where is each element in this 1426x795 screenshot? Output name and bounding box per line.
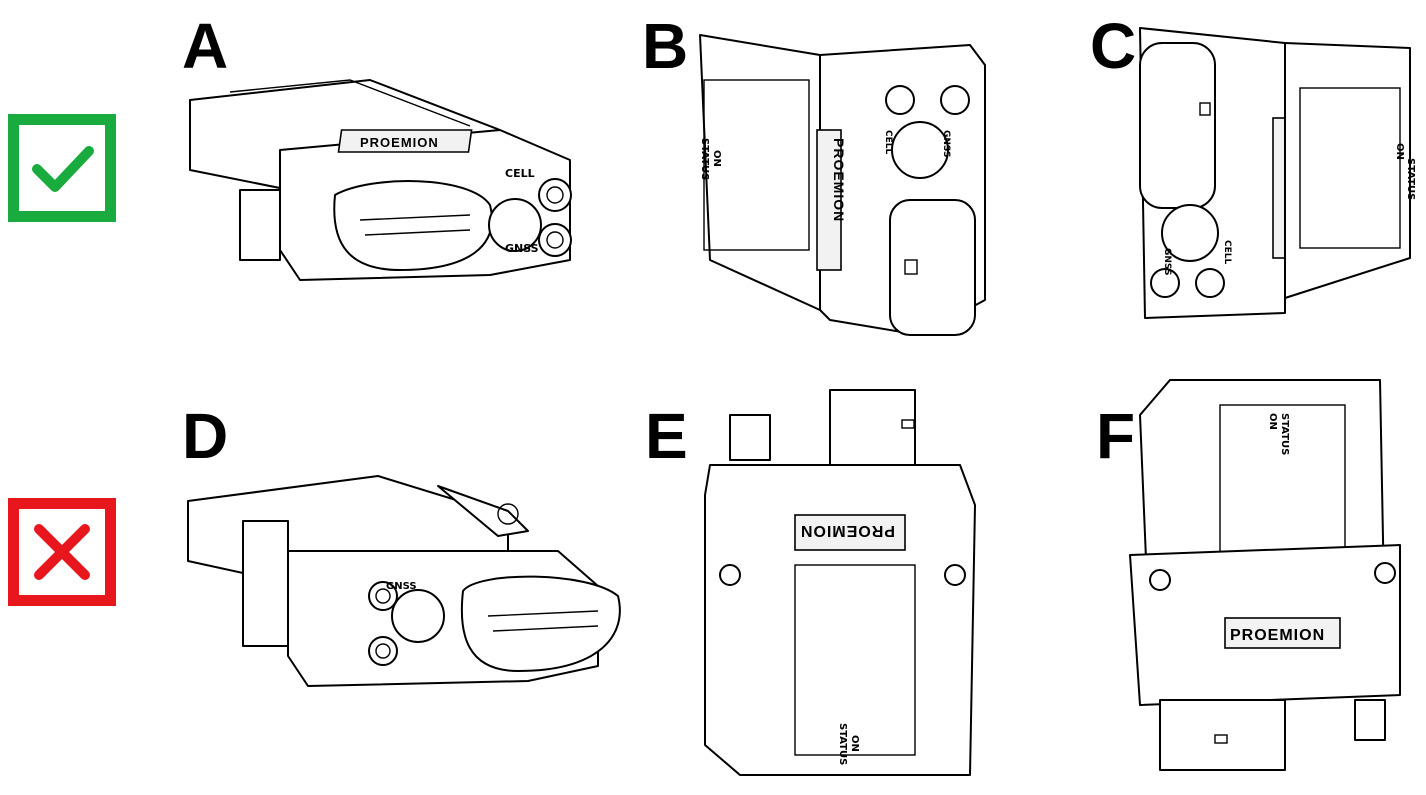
on-label-c: ON: [1394, 143, 1405, 160]
panel-label-d: D: [182, 400, 229, 472]
cell-label-a: CELL: [505, 167, 535, 180]
status-label-b: STATUS: [699, 138, 710, 180]
panel-label-f: F: [1096, 400, 1136, 472]
cell-label-c: CELL: [1222, 240, 1232, 264]
brand-logo-e: PROEMION: [800, 522, 895, 539]
incorrect-badge: [8, 498, 116, 606]
correct-badge: [8, 114, 116, 222]
status-label-f: STATUS: [1279, 413, 1290, 455]
brand-logo-f: PROEMION: [1230, 627, 1325, 644]
gnss-label-c: GNSS: [1162, 248, 1172, 275]
gnss-label-d: GNSS: [386, 581, 417, 592]
cross-icon: [34, 524, 90, 580]
panel-label-a: A: [182, 10, 229, 82]
on-label-b: ON: [711, 150, 722, 167]
brand-logo-b: PROEMION: [831, 138, 847, 222]
device-view-f: ON STATUS PROEMION: [1129, 375, 1410, 785]
device-view-e: PROEMION STATUS ON: [690, 385, 980, 790]
checkmark-icon: [32, 146, 94, 192]
on-label-e: ON: [849, 735, 860, 752]
device-view-b: STATUS ON PROEMION CELL GNSS: [690, 20, 990, 340]
brand-logo-a: PROEMION: [360, 135, 439, 150]
device-view-c: GNSS CELL PROEMION ON STATUS: [1125, 18, 1425, 328]
on-label-f: ON: [1267, 413, 1278, 430]
panel-label-c: C: [1090, 10, 1137, 82]
gnss-label-a: GNSS: [505, 242, 539, 255]
device-view-d: GNSS: [178, 466, 628, 696]
panel-label-e: E: [645, 400, 688, 472]
panel-label-b: B: [642, 10, 689, 82]
cell-label-b: CELL: [883, 130, 893, 154]
status-label-e: STATUS: [837, 723, 848, 765]
status-label-c: STATUS: [1405, 158, 1416, 200]
device-view-a: PROEMION CELL GNSS: [170, 70, 590, 290]
gnss-label-b: GNSS: [941, 130, 951, 157]
